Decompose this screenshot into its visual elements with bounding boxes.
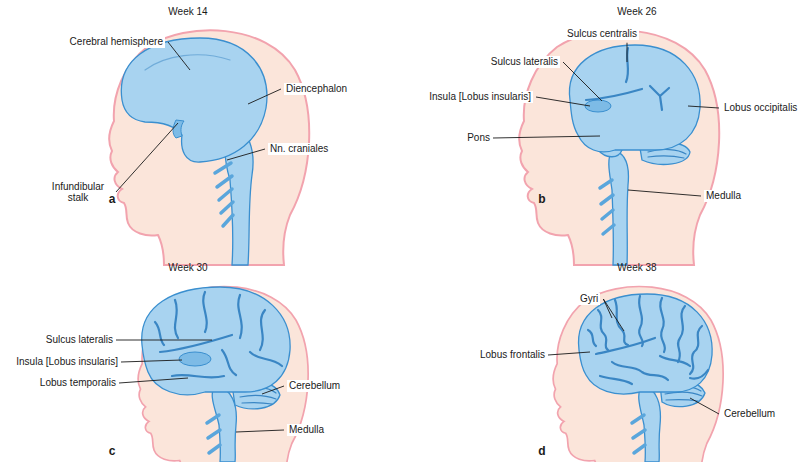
panel-letter: c — [109, 445, 116, 459]
leader-line — [248, 89, 281, 104]
part-label: Cerebellum — [722, 408, 777, 420]
leader-line — [603, 299, 624, 331]
leader-line — [548, 352, 590, 355]
part-label: Infundibular stalk — [43, 181, 113, 204]
part-label: Lobus temporalis — [40, 377, 116, 389]
part-label: Lobus occipitalis — [722, 102, 799, 114]
part-label: Insula [Lobus insularis] — [427, 91, 533, 103]
part-label: Lobus frontalis — [480, 349, 545, 361]
leader-line — [493, 136, 600, 138]
part-label: Sulcus lateralis — [46, 334, 113, 346]
brain-week-38 — [578, 294, 712, 462]
head-outline — [138, 287, 308, 462]
part-label: Sulcus centralis — [565, 28, 639, 40]
leader-line — [627, 43, 628, 62]
leader-line — [563, 62, 602, 101]
part-label: Medulla — [287, 424, 326, 436]
leader-line — [168, 42, 190, 70]
leader-line — [628, 190, 701, 196]
part-label: Medulla — [704, 190, 743, 202]
part-label: Cerebellum — [287, 380, 342, 392]
leader-line — [236, 430, 284, 432]
brain-week-14 — [121, 38, 267, 265]
part-label: Sulcus lateralis — [489, 56, 560, 68]
panel-letter: d — [538, 445, 545, 459]
leader-line — [116, 123, 178, 192]
leader-line — [119, 378, 188, 383]
part-label: Cerebral hemisphere — [68, 36, 165, 48]
leader-line — [121, 360, 182, 362]
leader-line — [116, 340, 212, 341]
part-label: Gyri — [578, 293, 600, 305]
part-label: Nn. craniales — [268, 143, 330, 155]
brain-week-26 — [569, 45, 700, 265]
leader-line — [536, 97, 590, 106]
week-label: Week 38 — [617, 262, 656, 274]
leader-line — [688, 106, 719, 108]
panel-letter: a — [109, 193, 116, 207]
part-label: Insula [Lobus insularis] — [16, 356, 118, 368]
leader-line — [690, 398, 719, 414]
week-label: Week 14 — [168, 6, 207, 18]
head-outline — [553, 287, 723, 462]
brain-week-30 — [142, 287, 290, 462]
panel-letter: b — [538, 193, 545, 207]
part-label: Diencephalon — [284, 83, 349, 95]
leader-line — [262, 386, 284, 394]
week-label: Week 30 — [168, 262, 207, 274]
week-label: Week 26 — [617, 6, 656, 18]
leader-line — [227, 149, 265, 160]
part-label: Pons — [467, 132, 490, 144]
leader-line — [603, 299, 612, 318]
